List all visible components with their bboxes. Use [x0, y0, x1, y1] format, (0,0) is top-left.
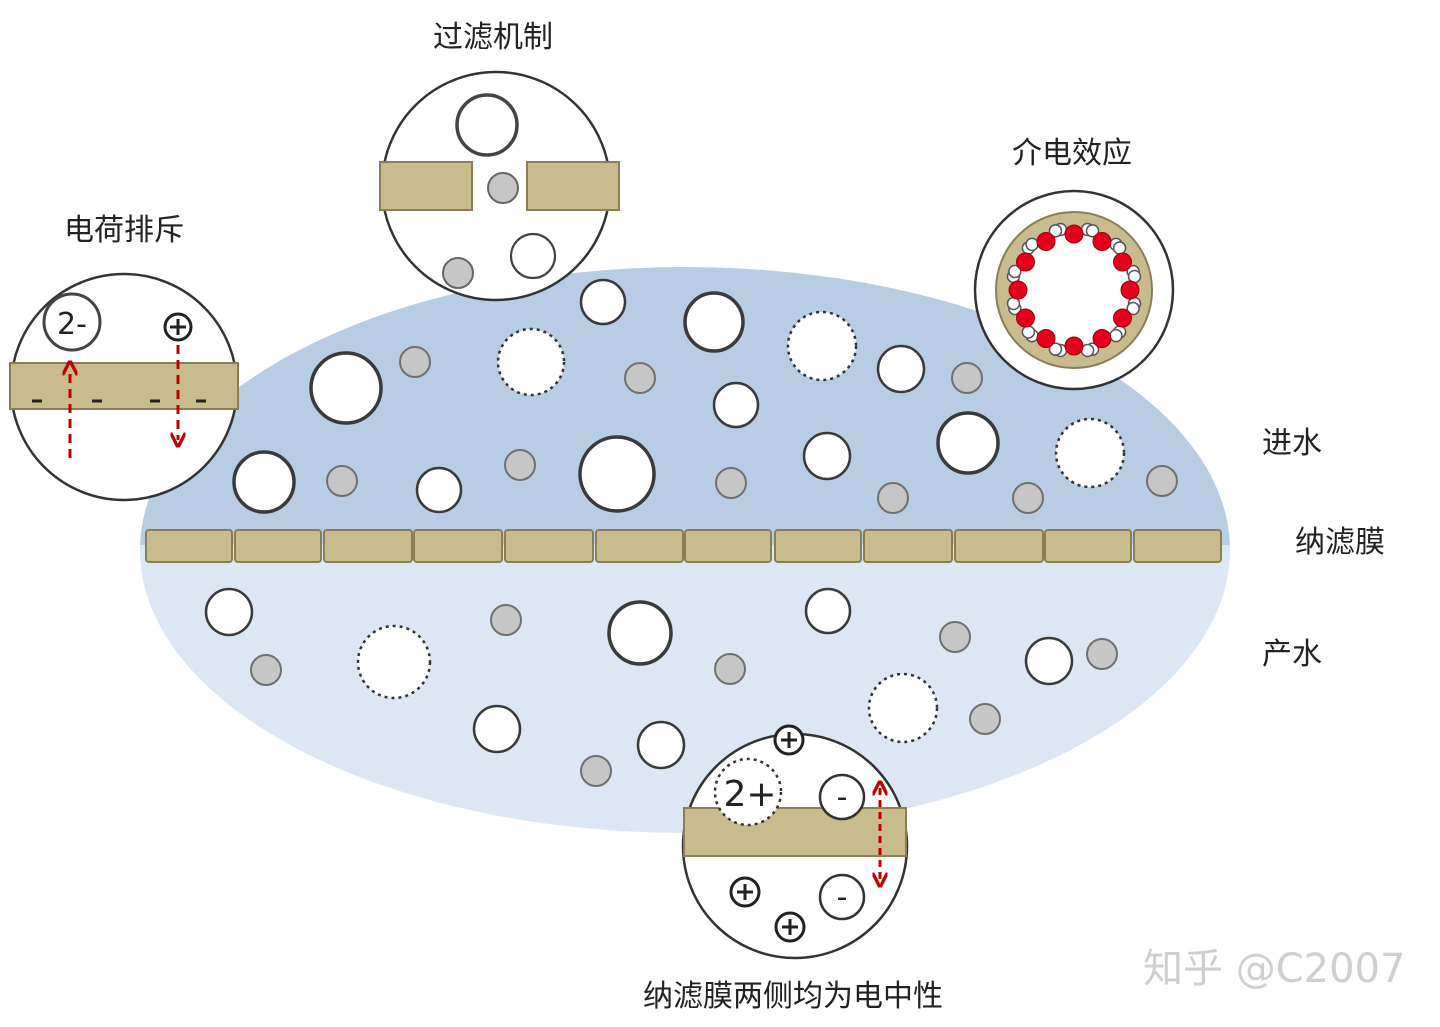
small-ion	[400, 347, 430, 377]
hydrated-ion	[358, 626, 430, 698]
large-solute	[714, 383, 758, 427]
charge-repulsion-label: 电荷排斥	[64, 213, 184, 248]
small-ion	[716, 468, 746, 498]
small-ion	[878, 483, 908, 513]
large-solute	[938, 413, 998, 473]
small-ion	[625, 363, 655, 393]
large-solute	[1026, 638, 1072, 684]
svg-text:-: -	[837, 780, 848, 815]
nf-membrane	[146, 530, 1221, 562]
small-ion	[251, 655, 281, 685]
large-solute	[457, 95, 517, 155]
nf-membrane-label: 纳滤膜	[1295, 525, 1385, 560]
inset-filtration	[380, 72, 619, 300]
filter-pore-wall-right	[527, 162, 619, 210]
large-solute	[806, 589, 850, 633]
large-solute	[685, 293, 743, 351]
large-solute	[511, 234, 555, 278]
feed-water-label: 进水	[1262, 426, 1322, 461]
small-ion	[327, 466, 357, 496]
membrane-block	[955, 530, 1043, 562]
dielectric-effect-label: 介电效应	[1012, 136, 1132, 171]
membrane-block	[775, 530, 861, 562]
membrane-block	[414, 530, 502, 562]
inset-charge-repulsion: 2-	[10, 274, 238, 500]
membrane-block	[505, 530, 593, 562]
large-solute	[474, 706, 520, 752]
membrane-block	[864, 530, 952, 562]
hydrated-ion	[498, 329, 564, 395]
small-ion	[505, 450, 535, 480]
membrane-block	[596, 530, 683, 562]
membrane-block	[1134, 530, 1221, 562]
anion-icon: -	[820, 875, 864, 919]
small-ion	[715, 654, 745, 684]
large-solute	[878, 346, 924, 392]
membrane-block	[324, 530, 412, 562]
hydrated-ion	[1056, 419, 1124, 487]
membrane-block	[235, 530, 321, 562]
watermark: 知乎 @C2007	[1143, 946, 1405, 992]
small-ion	[940, 622, 970, 652]
electroneutral-label: 纳滤膜两侧均为电中性	[643, 979, 943, 1014]
large-solute	[609, 602, 671, 664]
large-solute	[311, 353, 381, 423]
cation-icon	[775, 726, 803, 754]
anion-icon: -	[820, 775, 864, 819]
large-solute	[581, 280, 625, 324]
inset-dielectric	[975, 191, 1173, 389]
hydrated-ion	[869, 674, 937, 742]
hydrated-ion	[788, 312, 856, 380]
membrane-block	[1045, 530, 1131, 562]
small-ion	[443, 258, 473, 288]
divalent-cation-label: 2+	[723, 774, 776, 815]
small-ion	[1147, 466, 1177, 496]
large-solute	[234, 452, 294, 512]
filtration-mechanism-label: 过滤机制	[433, 20, 553, 55]
membrane-block	[685, 530, 771, 562]
small-ion	[970, 704, 1000, 734]
small-ion	[581, 756, 611, 786]
svg-text:-: -	[837, 880, 848, 915]
large-solute	[638, 722, 684, 768]
cation-icon	[731, 878, 759, 906]
filter-pore-wall-left	[380, 162, 472, 210]
large-solute	[580, 437, 654, 511]
small-ion	[1013, 483, 1043, 513]
large-solute	[417, 468, 461, 512]
divalent-anion-label: 2-	[57, 307, 87, 342]
large-solute	[804, 433, 850, 479]
small-ion	[491, 605, 521, 635]
small-ion	[952, 363, 982, 393]
neutral-membrane-segment	[684, 808, 906, 856]
cation-icon	[165, 314, 191, 340]
small-ion	[488, 173, 518, 203]
large-solute	[206, 589, 252, 635]
product-water-label: 产水	[1262, 637, 1322, 672]
small-ion	[1087, 639, 1117, 669]
cation-icon	[776, 913, 804, 941]
membrane-block	[146, 530, 232, 562]
